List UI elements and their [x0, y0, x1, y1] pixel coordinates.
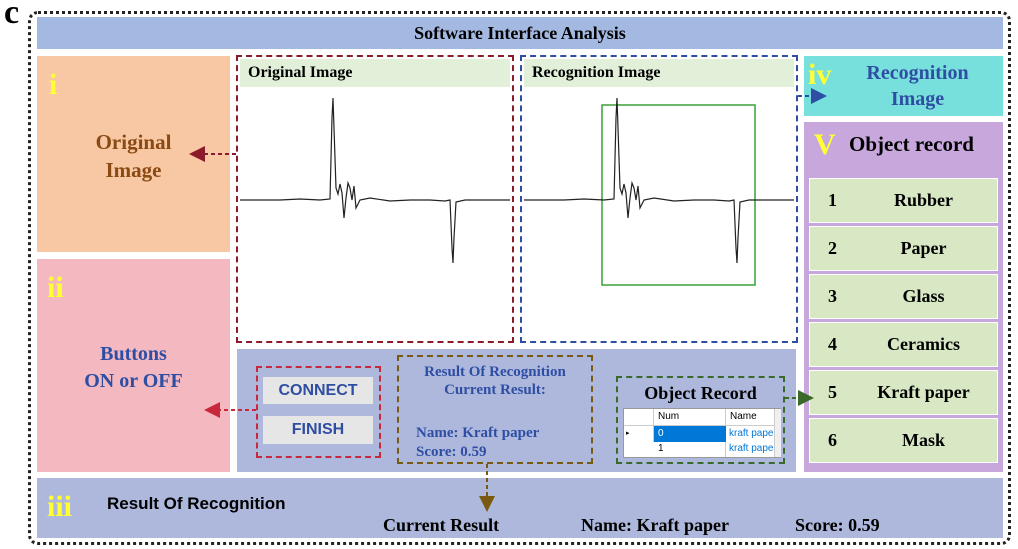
panel-i-text-line1: Original: [95, 130, 172, 154]
panel-iv-label: iv: [808, 58, 832, 91]
panel-ii: ii Buttons ON or OFF: [37, 259, 230, 472]
table-row[interactable]: 1: [654, 442, 726, 457]
connect-button[interactable]: CONNECT: [263, 377, 373, 404]
result-line2: Current Result:: [444, 382, 546, 398]
outer-frame: [28, 11, 1011, 545]
original-image-header: Original Image: [240, 59, 510, 87]
list-item: 5 Kraft paper: [809, 370, 998, 415]
panel-iv-text-line1: Recognition: [866, 62, 969, 84]
list-item-name: Mask: [901, 430, 945, 450]
recognition-bounding-box: [601, 104, 756, 286]
panel-ii-text-line2: ON or OFF: [84, 370, 183, 392]
object-record-box: [616, 376, 785, 464]
list-item-name: Kraft paper: [877, 382, 970, 402]
grid-header-corner: [624, 409, 654, 426]
list-item-num: 2: [828, 238, 837, 258]
grid-header-name: Name: [726, 409, 774, 426]
current-result-score: Score: 0.59: [795, 515, 880, 535]
list-item: 1 Rubber: [809, 178, 998, 223]
table-row[interactable]: kraft pape: [729, 428, 774, 439]
object-record-grid[interactable]: Num Name ▸ 0 kraft pape 1 kraft pape: [623, 408, 781, 458]
panel-iv-text-line2: Image: [890, 88, 945, 110]
list-item-num: 4: [828, 334, 837, 354]
result-score: Score: 0.59: [416, 444, 487, 460]
result-box: [397, 355, 593, 464]
panel-i-text: Original Image: [37, 128, 230, 184]
current-result-label: Current Result: [383, 515, 500, 535]
list-item: 4 Ceramics: [809, 322, 998, 367]
object-record-title: Object Record: [644, 383, 757, 403]
recognition-image-header: Recognition Image: [524, 59, 794, 87]
table-row[interactable]: kraft pape: [729, 443, 774, 454]
panel-iii-title: Result Of Recognition: [107, 494, 286, 513]
finish-button[interactable]: FINISH: [263, 416, 373, 444]
title-bar: Software Interface Analysis: [37, 17, 1003, 49]
grid-row-indicator: ▸: [624, 426, 654, 442]
panel-v-label: V: [814, 128, 836, 161]
result-box-text: Result Of Recognition Current Result:: [400, 363, 590, 399]
panel-i-label: i: [49, 68, 58, 101]
list-item-name: Rubber: [893, 190, 953, 210]
original-image-header-text: Original Image: [248, 64, 353, 81]
list-item: 2 Paper: [809, 226, 998, 271]
page-title: Software Interface Analysis: [414, 22, 626, 43]
grid-header-num: Num: [654, 409, 726, 426]
recognition-image-frame: [520, 55, 798, 343]
recognition-image-header-text: Recognition Image: [532, 64, 661, 81]
panel-ii-text: Buttons ON or OFF: [37, 341, 230, 395]
panel-iv: iv Recognition Image: [804, 56, 1003, 116]
panel-iii: iii Result Of Recognition Current Result…: [37, 478, 1003, 538]
grid-scrollbar[interactable]: [774, 409, 781, 457]
buttons-box: [256, 366, 381, 458]
table-row[interactable]: 0: [654, 426, 726, 442]
result-name: Name: Kraft paper: [416, 425, 540, 441]
list-item-num: 3: [828, 286, 837, 306]
list-item-num: 6: [828, 430, 837, 450]
result-line1: Result Of Recognition: [424, 364, 566, 380]
original-image-frame: [236, 55, 514, 343]
panel-iv-text: Recognition Image: [832, 60, 1003, 112]
panel-i-text-line2: Image: [105, 158, 162, 182]
current-result-name: Name: Kraft paper: [581, 515, 729, 535]
panel-ii-label: ii: [47, 271, 64, 304]
list-item-name: Ceramics: [887, 334, 960, 354]
panel-iii-label: iii: [47, 490, 73, 523]
list-item-num: 5: [828, 382, 837, 402]
list-item-name: Paper: [900, 238, 947, 258]
panel-v-title: Object record: [849, 132, 974, 156]
list-item-name: Glass: [902, 286, 945, 306]
figure-letter: c: [4, 0, 20, 31]
recognition-spectrum: [524, 97, 794, 286]
original-spectrum: [240, 97, 510, 264]
list-item: 6 Mask: [809, 418, 998, 463]
list-item-num: 1: [828, 190, 837, 210]
list-item: 3 Glass: [809, 274, 998, 319]
panel-ii-text-line1: Buttons: [100, 343, 167, 365]
